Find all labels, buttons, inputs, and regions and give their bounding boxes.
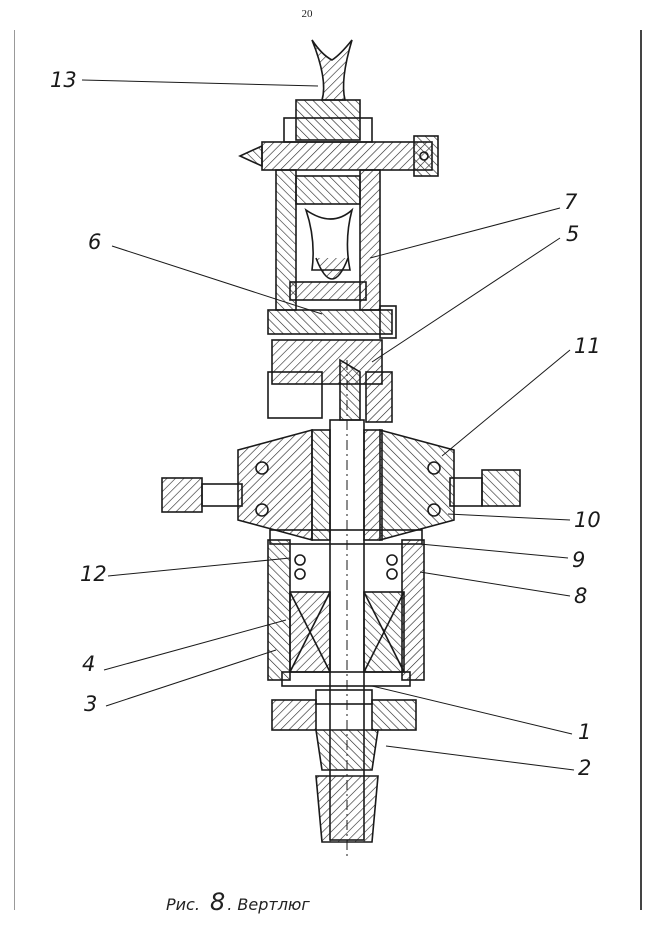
figure-caption: Рис. 8. Вертлюг [166,888,310,916]
callout-9: 9 [572,548,586,572]
callout-5: 5 [566,222,580,246]
caption-prefix: Рис. [166,895,200,914]
page-border-right [640,30,642,910]
callout-6: 6 [88,230,102,254]
callout-3: 3 [84,692,98,716]
page-number: 20 [301,8,313,20]
callout-1: 1 [578,720,592,744]
callout-4: 4 [82,652,96,676]
caption-number: 8 [209,888,226,916]
callout-13: 13 [50,68,77,92]
callout-12: 12 [80,562,107,586]
callout-10: 10 [574,508,601,532]
callout-11: 11 [574,334,601,358]
page-border-left [14,30,15,910]
callout-7: 7 [564,190,578,214]
caption-title: . Вертлюг [227,895,310,914]
callout-2: 2 [578,756,592,780]
callout-8: 8 [574,584,588,608]
